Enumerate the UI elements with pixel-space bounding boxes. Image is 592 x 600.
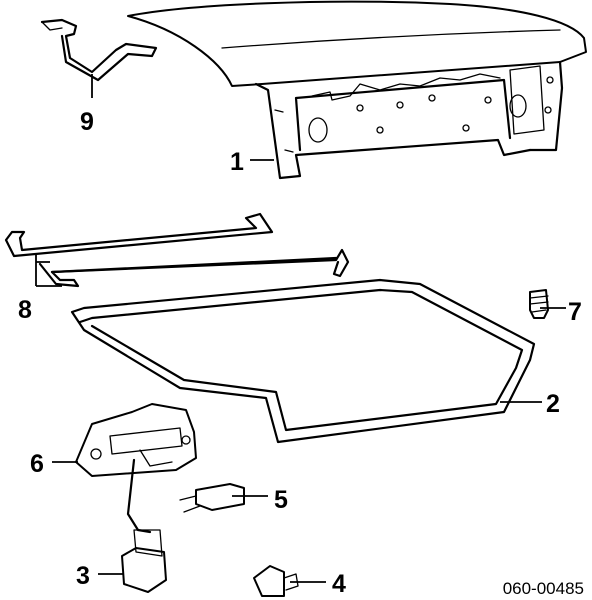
callout-9: 9 (80, 108, 94, 136)
callout-7: 7 (568, 298, 582, 326)
support-rod (40, 18, 158, 82)
trunk-lid (127, 0, 587, 180)
callout-8: 8 (18, 296, 32, 324)
hinge (253, 565, 299, 597)
lock-cylinder (121, 458, 167, 593)
seal-strips (4, 212, 350, 288)
reference-code: 060-00485 (503, 579, 584, 598)
leader-lines (35, 74, 566, 583)
bumper-stop (529, 289, 549, 319)
callout-5: 5 (274, 486, 288, 514)
latch (75, 403, 197, 477)
callout-3: 3 (76, 562, 90, 590)
weatherstrip (70, 278, 536, 444)
callout-6: 6 (30, 450, 44, 478)
callout-2: 2 (546, 390, 560, 418)
callout-1: 1 (230, 148, 244, 176)
callout-4: 4 (332, 570, 346, 598)
lock-actuator (179, 483, 245, 513)
